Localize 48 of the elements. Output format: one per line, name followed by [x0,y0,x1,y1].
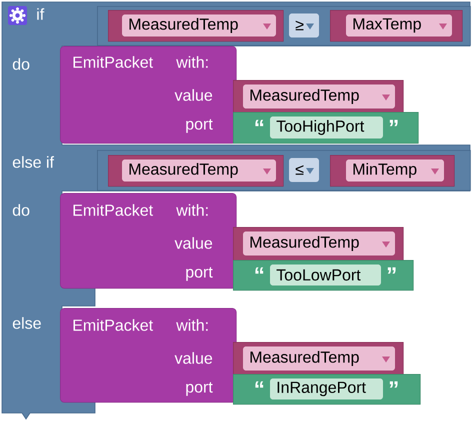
dropdown-field: MeasuredTemp [243,346,395,370]
quote-mark: ” [390,120,398,126]
quote-mark: ” [390,381,398,388]
variable-block [330,10,463,42]
text-block [233,374,421,405]
quote-mark: “ [255,381,264,388]
block-label: EmitPacket [74,56,153,68]
dropdown-field: MinTemp [346,160,444,182]
block-label: value [174,89,212,101]
variable-block [108,155,284,187]
text-field: InRangePort [270,378,383,400]
block-label: with: [176,204,208,216]
variable-block [233,227,404,261]
function-block [60,46,237,144]
block-label: value [174,352,212,364]
quote-mark: ” [388,267,396,274]
block-label: do [12,204,30,216]
dropdown-field: ≥ [289,14,319,38]
block-label: EmitPacket [74,319,153,331]
function-block [60,193,237,289]
text-field: TooLowPort [270,264,381,286]
block-label: EmitPacket [74,204,153,216]
text-block [233,112,419,144]
dropdown-field: MaxTemp [346,14,452,36]
block-label: with: [176,319,208,331]
dropdown-field: MeasuredTemp [122,14,276,36]
variable-block [233,80,404,114]
text-field: TooHighPort [270,116,383,138]
dropdown-field: MeasuredTemp [243,232,395,256]
quote-mark: “ [255,267,264,274]
dropdown-field: MeasuredTemp [243,84,395,108]
block-label: else [12,317,41,329]
block-label: with: [176,56,208,68]
dropdown-field: MeasuredTemp [122,160,276,182]
variable-block [108,10,284,42]
variable-block [233,342,404,376]
block-label: port [186,119,213,133]
dropdown-field: ≤ [289,158,319,182]
block-label: do [12,58,30,70]
block-label: value [174,237,212,249]
variable-block [330,155,455,187]
block-label: port [186,382,213,396]
function-block [60,308,237,403]
text-block [233,260,414,291]
quote-mark: “ [255,120,264,126]
block-label: if [37,8,44,20]
block-label: else if [12,156,54,168]
block-label: port [186,267,213,281]
